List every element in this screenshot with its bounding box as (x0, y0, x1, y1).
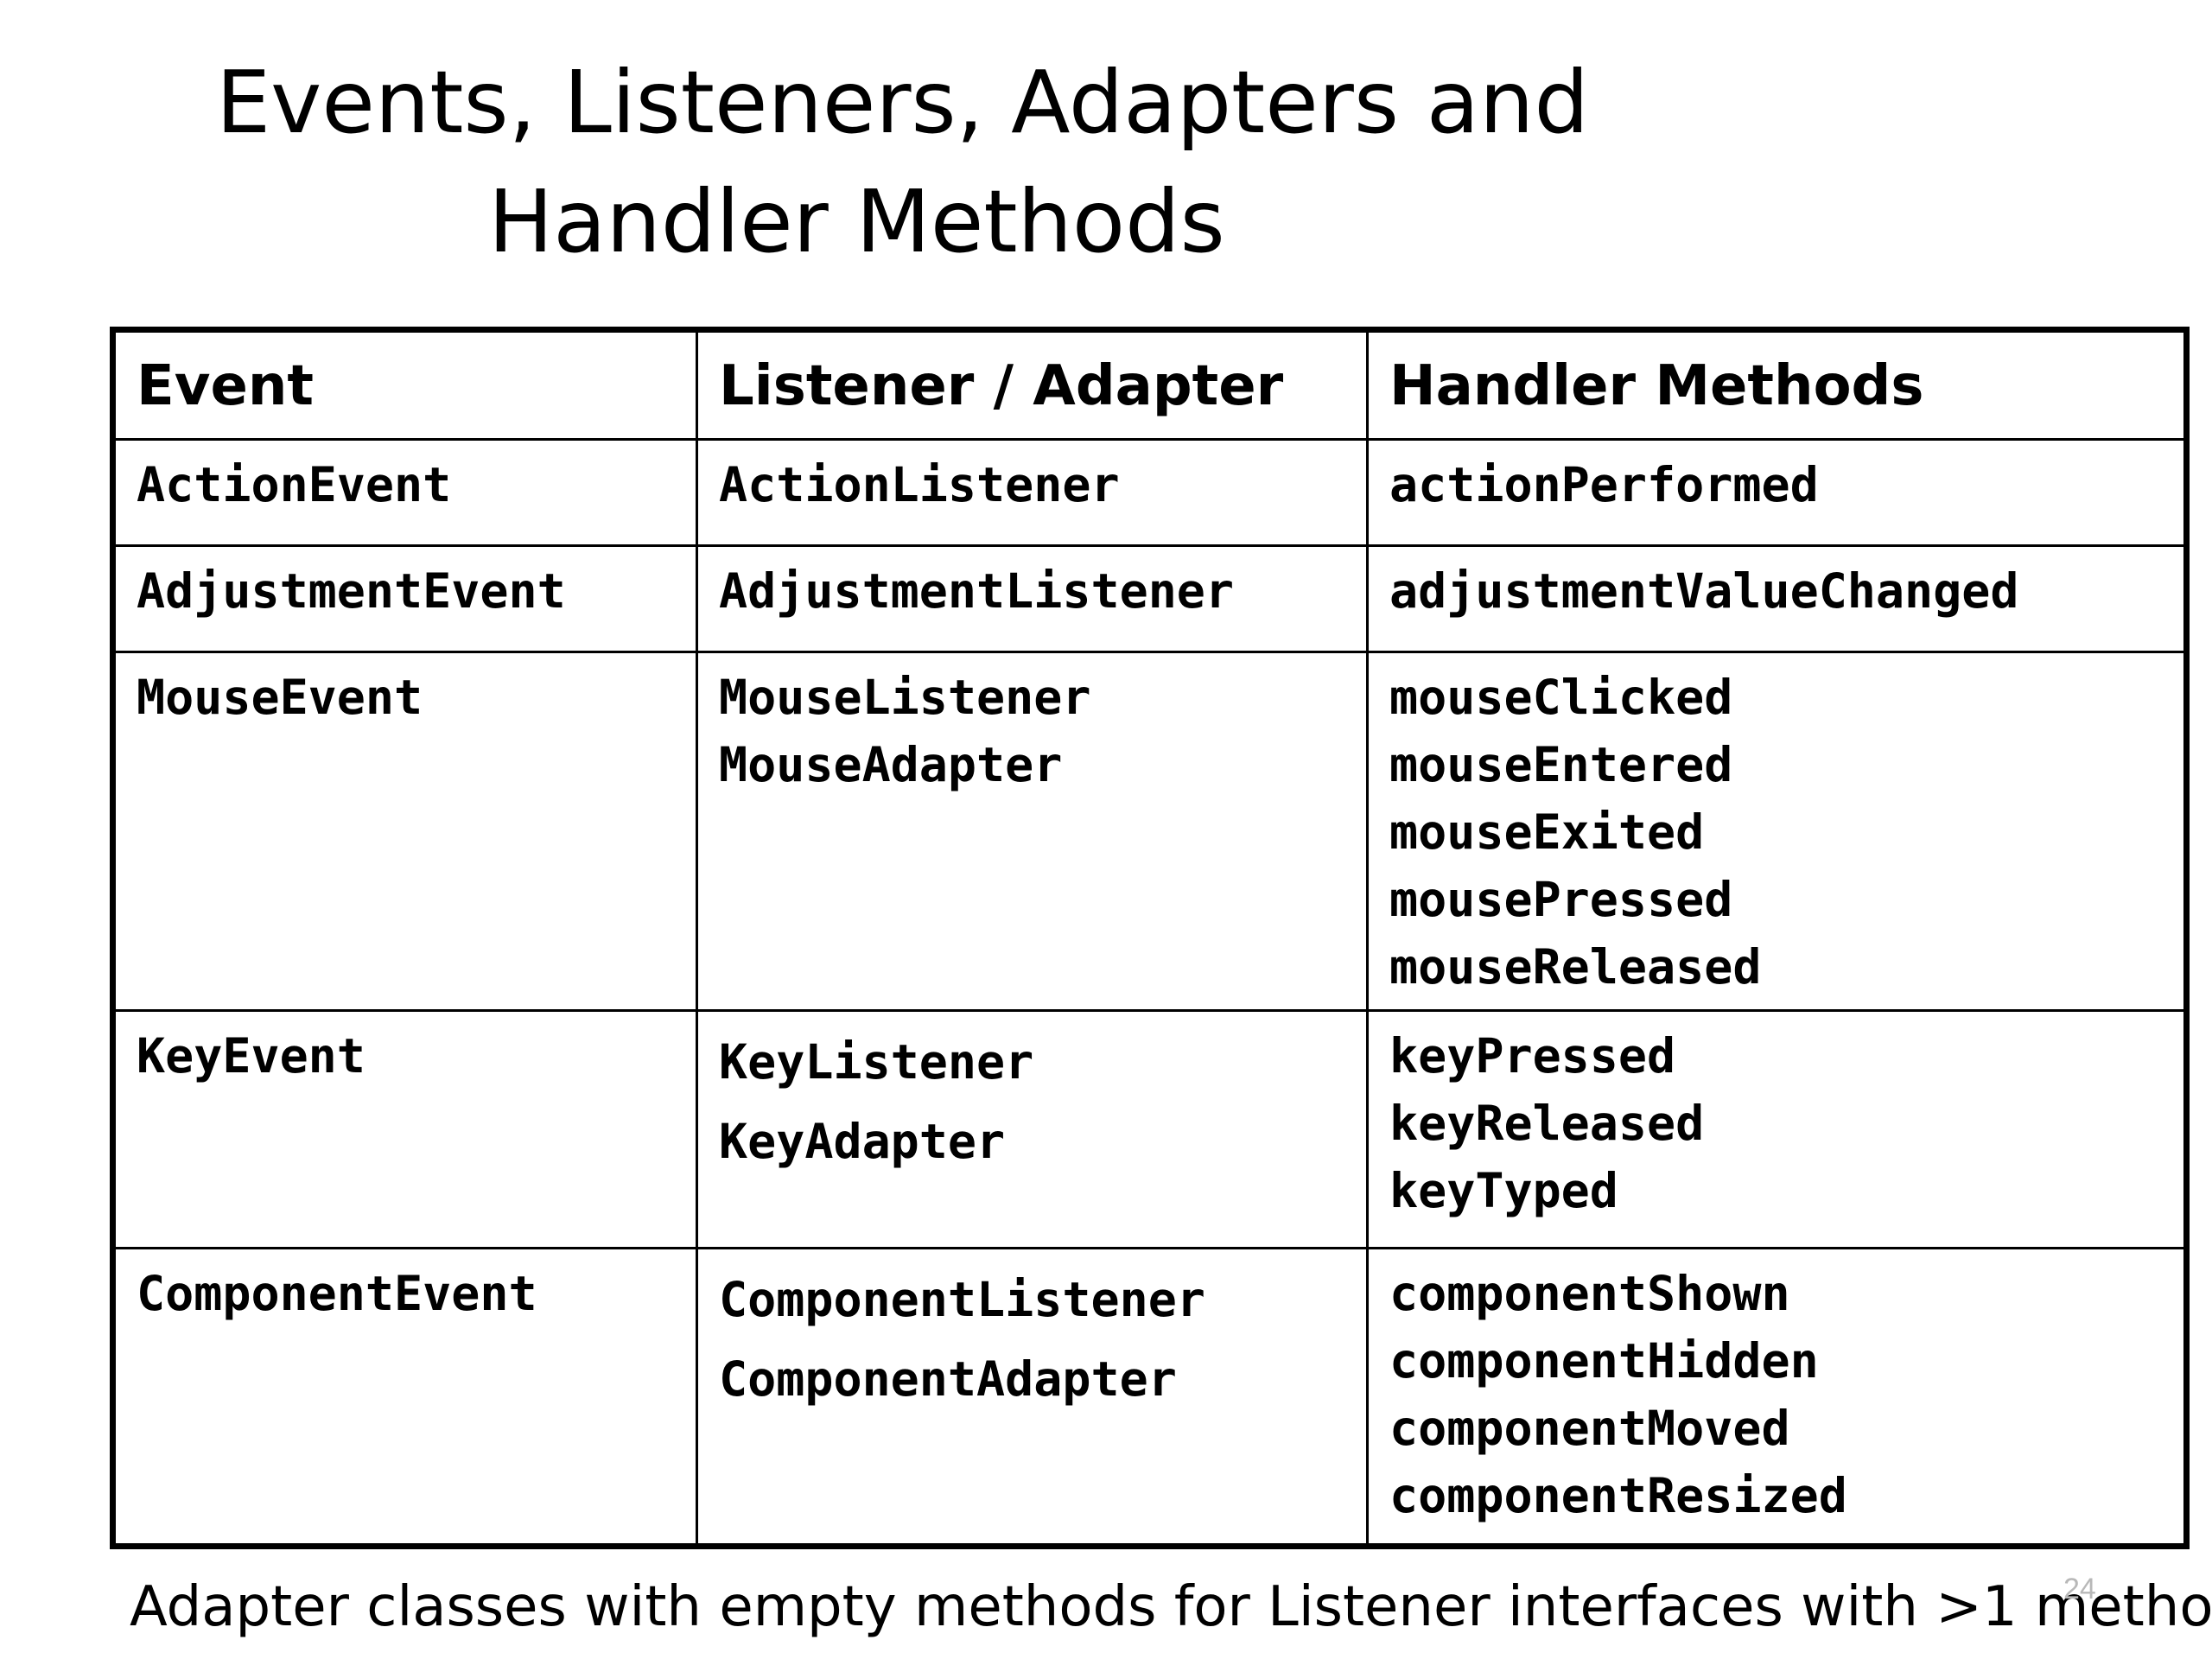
method-name: componentShown (1389, 1266, 1790, 1321)
header-handler-methods: Handler Methods (1366, 328, 2188, 441)
table-row: AdjustmentEvent AdjustmentListener adjus… (111, 544, 2188, 653)
table-row: MouseEvent MouseListener MouseAdapter mo… (111, 651, 2188, 1012)
listener-cell: ActionListener (696, 438, 1369, 547)
listener-cell: KeyListener KeyAdapter (696, 1009, 1369, 1249)
event-name: ActionEvent (137, 457, 452, 512)
event-name: ComponentEvent (137, 1266, 537, 1321)
event-name: KeyEvent (137, 1028, 365, 1084)
header-listener-adapter: Listener / Adapter (696, 328, 1369, 441)
event-name: AdjustmentEvent (137, 563, 566, 619)
method-name: mouseReleased (1389, 939, 1762, 995)
table-header-row: Event Listener / Adapter Handler Methods (111, 328, 2188, 441)
slide-title: Events, Listeners, Adapters and Handler … (216, 43, 1685, 282)
footer-note: Adapter classes with empty methods for L… (130, 1575, 2212, 1639)
slide-title-line2: Handler Methods (488, 171, 1225, 272)
method-name: componentMoved (1389, 1401, 1790, 1456)
method-name: keyPressed (1389, 1028, 1676, 1084)
listener-cell: ComponentListener ComponentAdapter (696, 1247, 1369, 1548)
listener-name: ActionListener (719, 457, 1120, 512)
events-table: Event Listener / Adapter Handler Methods… (110, 327, 2190, 1549)
method-name: mouseClicked (1389, 670, 1733, 725)
listener-name: ComponentListener (719, 1272, 1205, 1327)
method-name: mouseEntered (1389, 737, 1733, 792)
event-cell: AdjustmentEvent (111, 544, 698, 653)
event-name: MouseEvent (137, 670, 423, 725)
methods-cell: actionPerformed (1366, 438, 2188, 547)
header-event: Event (111, 328, 698, 441)
listener-name: KeyListener (719, 1034, 1034, 1090)
event-cell: MouseEvent (111, 651, 698, 1012)
methods-cell: mouseClicked mouseEntered mouseExited mo… (1366, 651, 2188, 1012)
event-cell: ComponentEvent (111, 1247, 698, 1548)
adapter-name: MouseAdapter (719, 737, 1063, 792)
methods-cell: adjustmentValueChanged (1366, 544, 2188, 653)
method-name: keyTyped (1389, 1163, 1618, 1218)
event-cell: ActionEvent (111, 438, 698, 547)
listener-cell: AdjustmentListener (696, 544, 1369, 653)
methods-cell: componentShown componentHidden component… (1366, 1247, 2188, 1548)
method-name: mouseExited (1389, 804, 1705, 860)
table-row: ActionEvent ActionListener actionPerform… (111, 438, 2188, 547)
method-name: adjustmentValueChanged (1389, 563, 2019, 619)
method-name: actionPerformed (1389, 457, 1819, 512)
listener-name: AdjustmentListener (719, 563, 1235, 619)
event-cell: KeyEvent (111, 1009, 698, 1249)
table-row: ComponentEvent ComponentListener Compone… (111, 1247, 2188, 1548)
listener-name: MouseListener (719, 670, 1091, 725)
slide-title-line1: Events, Listeners, Adapters and (216, 52, 1589, 153)
method-name: mousePressed (1389, 872, 1733, 927)
page-number: 24 (2063, 1573, 2096, 1605)
adapter-name: KeyAdapter (719, 1114, 1006, 1169)
method-name: keyReleased (1389, 1096, 1705, 1151)
methods-cell: keyPressed keyReleased keyTyped (1366, 1009, 2188, 1249)
method-name: componentHidden (1389, 1333, 1819, 1389)
listener-cell: MouseListener MouseAdapter (696, 651, 1369, 1012)
method-name: componentResized (1389, 1468, 1847, 1523)
table-row: KeyEvent KeyListener KeyAdapter keyPress… (111, 1009, 2188, 1249)
adapter-name: ComponentAdapter (719, 1351, 1177, 1407)
